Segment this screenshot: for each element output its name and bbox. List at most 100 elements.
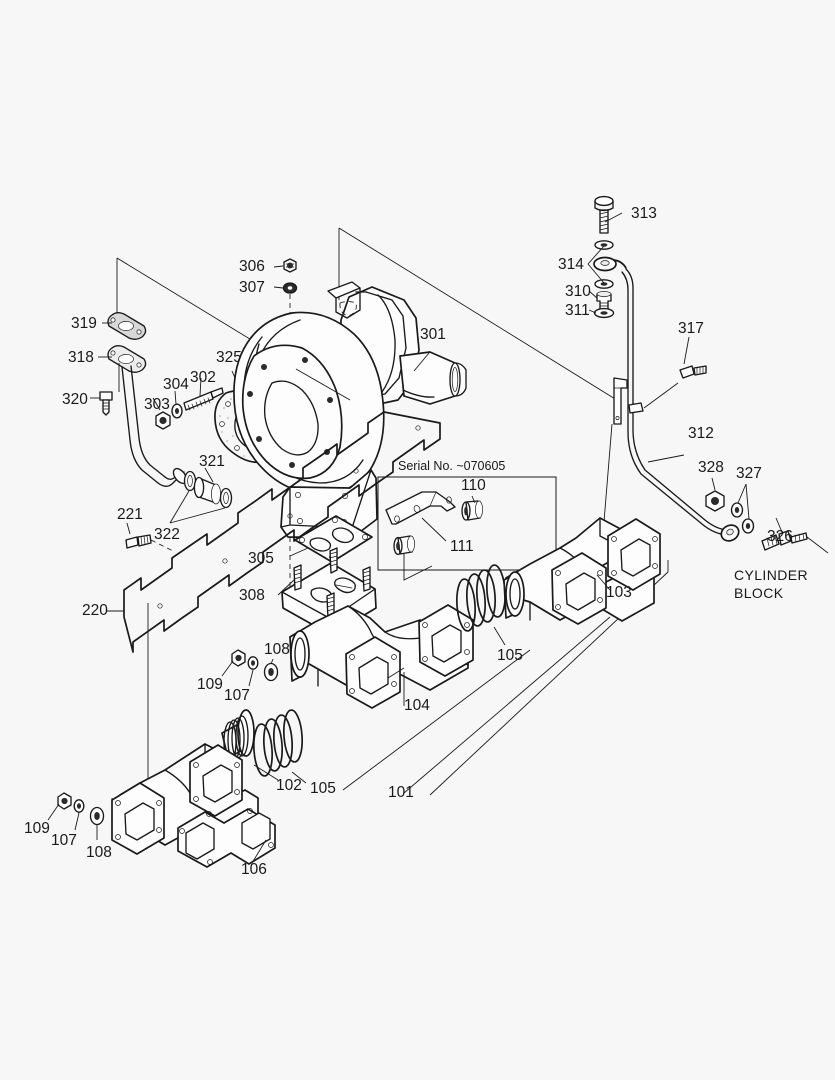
part-label-107a: 107 [224, 687, 250, 704]
part-label-319: 319 [71, 315, 97, 332]
manifold-section-104 [289, 604, 474, 709]
stud-302 [183, 387, 224, 411]
part-label-111: 111 [450, 538, 474, 555]
turbocharger-301 [233, 281, 467, 539]
cylinder-block-label-line2: BLOCK [734, 585, 784, 601]
part-label-325: 325 [216, 349, 242, 366]
part-label-326: 326 [767, 528, 793, 545]
leader-305 [289, 547, 309, 557]
part-label-107b: 107 [51, 832, 77, 849]
part-label-320: 320 [62, 391, 88, 408]
washer-314-lower [594, 279, 614, 289]
lock-washer-107-center [247, 656, 259, 670]
lock-washer-107-lower [73, 799, 85, 813]
leader-107-center [248, 669, 254, 687]
bushing-110-lower [393, 535, 415, 556]
pipe-clamp-bracket-316 [613, 377, 628, 425]
part-label-313: 313 [631, 205, 657, 222]
part-label-103: 103 [606, 584, 632, 601]
manifold-gasket-106 [177, 808, 276, 868]
clamp-tab-317 [628, 402, 644, 414]
heat-shield-gasket-220 [123, 411, 441, 653]
part-label-305: 305 [248, 550, 274, 567]
leader-327a [737, 483, 747, 504]
leaders-banjo-stack [587, 212, 623, 314]
sleeve-coupling-321 [193, 476, 221, 505]
leader-328 [711, 477, 716, 491]
leader-302 [199, 377, 202, 397]
pipe-end-eye-326 [720, 524, 740, 542]
part-label-306: 306 [239, 258, 265, 275]
leader-317 [683, 336, 690, 365]
leader-304 [174, 390, 177, 405]
nut-328 [705, 490, 725, 512]
pipe-banjo-eye [593, 256, 627, 272]
o-ring-322-right [219, 487, 233, 509]
leader-111 [421, 517, 447, 542]
part-label-314: 314 [558, 256, 584, 273]
part-label-311: 311 [565, 302, 590, 319]
part-label-221: 221 [117, 506, 143, 523]
sealing-ring-set-105-front [252, 709, 304, 777]
leader-109-lower [47, 803, 60, 821]
manifold-section-103 [503, 517, 661, 625]
leader-326-block [806, 536, 829, 554]
leader-322b [169, 507, 226, 524]
leader-107-lower [74, 812, 80, 831]
union-bolt-326 [761, 530, 808, 551]
serial-note-label: Serial No. ~070605 [398, 459, 505, 473]
leader-317b [643, 382, 679, 409]
part-label-318: 318 [68, 349, 94, 366]
part-label-308: 308 [239, 587, 265, 604]
leader-106 [251, 839, 267, 864]
part-label-220: 220 [82, 602, 108, 619]
part-label-101: 101 [388, 784, 414, 801]
part-label-301: 301 [420, 326, 446, 343]
part-label-312: 312 [688, 425, 714, 442]
bolt-221 [125, 534, 152, 549]
washer-327-right [741, 518, 755, 534]
oil-supply-pipe-312 [621, 268, 728, 536]
leader-221 [126, 522, 131, 535]
part-label-104: 104 [404, 697, 430, 714]
washer-327-left [730, 502, 744, 518]
leader-105-front [291, 771, 307, 784]
part-label-328: 328 [698, 459, 724, 476]
leader-109-center [221, 660, 234, 677]
oil-drain-pipe-flange-318 [107, 345, 147, 373]
leader-turbo-interior [295, 368, 351, 401]
part-label-108a: 108 [264, 641, 290, 658]
turbo-flange-gasket-305 [294, 515, 373, 563]
leader-111-to-manifold [403, 554, 433, 581]
banjo-bolt-assembly-313 [594, 195, 614, 234]
part-label-317: 317 [678, 320, 704, 337]
part-label-322: 322 [154, 526, 180, 543]
manifold-section-102 [111, 709, 259, 855]
serial-inset-box [377, 476, 557, 571]
part-label-327: 327 [736, 465, 762, 482]
leader-321 [204, 467, 214, 483]
leader-306 [273, 265, 284, 268]
leader-322a [169, 490, 190, 524]
plain-washer-108-center [263, 662, 279, 682]
sealing-ring-set-105-rear [455, 564, 507, 632]
part-label-108b: 108 [86, 844, 112, 861]
leader-312 [647, 454, 685, 463]
leader-110 [471, 495, 476, 504]
nut-109-center [231, 649, 246, 667]
plain-washer-108-lower [89, 806, 105, 826]
leader-303 [152, 397, 161, 411]
part-label-304: 304 [163, 376, 189, 393]
nut-109-lower [57, 792, 72, 810]
washer-314-upper [594, 240, 614, 250]
leader-301 [413, 352, 430, 372]
cylinder-block-label-line1: CYLINDER [734, 567, 808, 583]
part-label-109b: 109 [24, 820, 50, 837]
part-label-303: 303 [144, 396, 170, 413]
part-label-105a: 105 [497, 647, 523, 664]
leader-102 [253, 764, 279, 781]
part-label-110: 110 [461, 477, 486, 494]
leader-308 [277, 579, 295, 596]
